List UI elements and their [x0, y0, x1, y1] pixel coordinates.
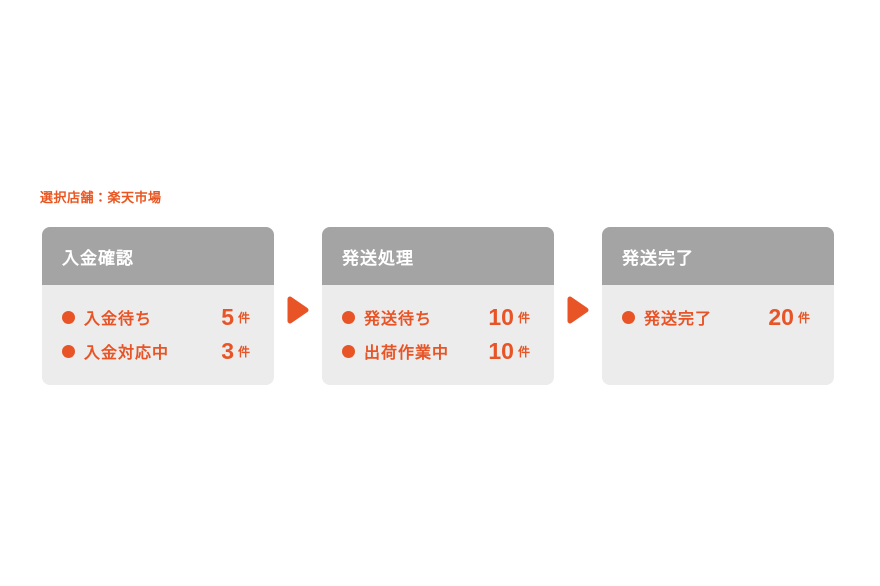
panel-payment-confirmation: 入金確認 入金待ち 5 件 入金対応中 3 件	[42, 227, 274, 385]
status-count: 10	[488, 337, 514, 364]
status-count-unit: 件	[237, 310, 250, 325]
order-status-flow: 入金確認 入金待ち 5 件 入金対応中 3 件	[42, 227, 834, 385]
panel-payment-confirmation-body: 入金待ち 5 件 入金対応中 3 件	[42, 285, 274, 385]
status-row-payment-in-progress[interactable]: 入金対応中 3 件	[62, 334, 250, 368]
status-label: 入金対応中	[84, 345, 170, 362]
flow-arrow	[274, 295, 322, 325]
panel-shipping-processing: 発送処理 発送待ち 10 件 出荷作業中 10 件	[322, 227, 554, 385]
status-label: 入金待ち	[84, 311, 153, 328]
status-count: 5	[221, 303, 234, 330]
right-triangle-arrow-icon	[287, 296, 309, 324]
panel-title-text: 発送完了	[622, 248, 694, 268]
panel-shipping-processing-title: 発送処理	[322, 227, 554, 285]
status-count: 20	[768, 303, 794, 330]
panel-shipping-complete: 発送完了 発送完了 20 件	[602, 227, 834, 385]
status-count-unit: 件	[237, 344, 250, 359]
status-row-shipment-complete[interactable]: 発送完了 20 件	[622, 300, 810, 334]
status-row-awaiting-payment[interactable]: 入金待ち 5 件	[62, 300, 250, 334]
status-count: 10	[488, 303, 514, 330]
panel-payment-confirmation-title: 入金確認	[42, 227, 274, 285]
flow-arrow	[554, 295, 602, 325]
status-count: 3	[221, 337, 234, 364]
status-count-unit: 件	[517, 310, 530, 325]
status-row-shipping-work-in-progress[interactable]: 出荷作業中 10 件	[342, 334, 530, 368]
status-label: 発送待ち	[364, 311, 433, 328]
panel-shipping-complete-body: 発送完了 20 件	[602, 285, 834, 385]
panel-title-text: 発送処理	[342, 248, 414, 268]
status-bullet-icon	[62, 344, 75, 358]
status-label: 発送完了	[644, 311, 713, 328]
selected-store-label: 選択店舗：楽天市場	[40, 190, 162, 205]
status-bullet-icon	[342, 310, 355, 324]
status-bullet-icon	[622, 310, 635, 324]
status-label: 出荷作業中	[364, 345, 450, 362]
right-triangle-arrow-icon	[567, 296, 589, 324]
status-bullet-icon	[342, 344, 355, 358]
panel-shipping-complete-title: 発送完了	[602, 227, 834, 285]
status-count-unit: 件	[517, 344, 530, 359]
status-count-unit: 件	[797, 310, 810, 325]
status-row-awaiting-shipment[interactable]: 発送待ち 10 件	[342, 300, 530, 334]
status-bullet-icon	[62, 310, 75, 324]
panel-shipping-processing-body: 発送待ち 10 件 出荷作業中 10 件	[322, 285, 554, 385]
panel-title-text: 入金確認	[62, 248, 134, 268]
